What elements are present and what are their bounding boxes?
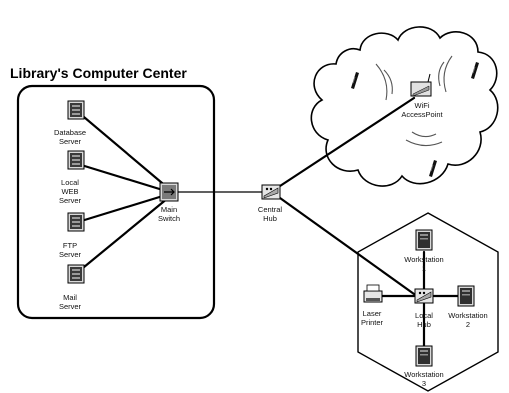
cloud-icon: [310, 26, 499, 187]
workstation-3-label-1: Workstation: [404, 370, 443, 379]
workstation-icon: [415, 229, 433, 251]
hub-icon: [261, 184, 281, 200]
wifi-label-2: AccessPoint: [401, 110, 443, 119]
central-hub-label-2: Hub: [263, 214, 277, 223]
diagram-title: Library's Computer Center: [10, 65, 187, 81]
local-web-server: Local WEB Server: [59, 150, 85, 205]
workstation-2-label-2: 2: [466, 320, 470, 329]
wifi-access-point: WiFi AccessPoint: [401, 73, 444, 119]
hub-icon: [414, 288, 434, 304]
wifi-label-1: WiFi: [415, 101, 430, 110]
workstation-3: Workstation 3: [404, 345, 444, 388]
workstation-icon: [415, 345, 433, 367]
central-hub-label-1: Central: [258, 205, 283, 214]
web-server-label-3: Server: [59, 196, 82, 205]
mail-server: Mail Server: [59, 264, 85, 311]
local-hub: Local Hub: [414, 288, 434, 329]
ftp-server-label-1: FTP: [63, 241, 77, 250]
local-hub-label-1: Local: [415, 311, 433, 320]
link-central-hub-to-local-hub: [278, 196, 416, 296]
central-hub: Central Hub: [258, 184, 283, 223]
link-ftp-to-switch: [76, 193, 168, 224]
workstation-3-label-2: 3: [422, 379, 426, 388]
database-server-label-1: Database: [54, 128, 86, 137]
server-icon: [67, 212, 85, 232]
server-icon: [67, 264, 85, 284]
workstation-2: Workstation 2: [448, 285, 488, 329]
network-switch-icon: [159, 182, 179, 202]
wifi-access-point-icon: [410, 73, 432, 97]
web-server-label-2: WEB: [61, 187, 78, 196]
computer-center-boundary: [16, 84, 216, 320]
main-switch: Main Switch: [158, 182, 180, 223]
server-icon: [67, 100, 85, 120]
main-switch-label-2: Switch: [158, 214, 180, 223]
printer-label-2: Printer: [361, 318, 384, 327]
workstation-2-label-1: Workstation: [448, 311, 487, 320]
mail-server-label-2: Server: [59, 302, 82, 311]
server-icon: [67, 150, 85, 170]
workstation-1-label-2: 1: [422, 264, 426, 273]
workstation-1: Workstation 1: [404, 229, 444, 273]
workstation-icon: [457, 285, 475, 307]
link-mail-to-switch: [76, 196, 170, 274]
printer-icon: [363, 284, 383, 303]
printer-label-1: Laser: [363, 309, 382, 318]
database-server: Database Server: [54, 100, 86, 146]
workstation-1-label-1: Workstation: [404, 255, 443, 264]
radio-waves: [375, 55, 453, 147]
main-switch-label-1: Main: [161, 205, 177, 214]
local-hub-label-2: Hub: [417, 320, 431, 329]
link-web-to-switch: [76, 162, 168, 193]
database-server-label-2: Server: [59, 137, 82, 146]
mail-server-label-1: Mail: [63, 293, 77, 302]
ftp-server: FTP Server: [59, 212, 85, 259]
ftp-server-label-2: Server: [59, 250, 82, 259]
web-server-label-1: Local: [61, 178, 79, 187]
link-database-to-switch: [76, 110, 170, 190]
link-central-hub-to-wifi: [278, 96, 416, 188]
laser-printer: Laser Printer: [361, 284, 384, 327]
